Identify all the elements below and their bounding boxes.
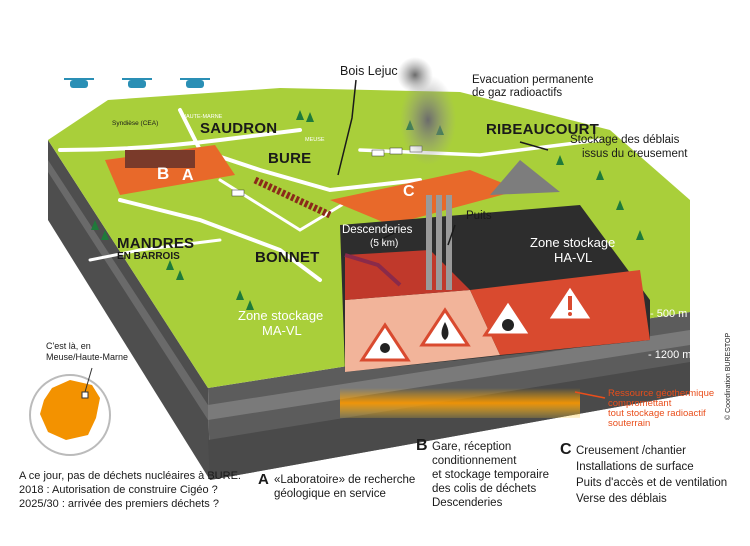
geothermal-line4: souterrain (608, 418, 651, 429)
geothermal-line3: tout stockage radioactif (608, 408, 706, 419)
legend-b-line4: des colis de déchets (432, 483, 537, 495)
legend-c-letter: C (560, 441, 572, 458)
callout-bois-lejuc: Bois Lejuc (340, 64, 398, 78)
helicopter-icon (64, 78, 210, 88)
legend-b-line2: conditionnement (432, 455, 517, 467)
geothermal-resource (340, 388, 580, 418)
haute-marne-label: HAUTE-MARNE (182, 114, 223, 120)
meuse-label: MEUSE (305, 137, 325, 143)
legend-c-line1: Creusement /chantier (576, 445, 686, 457)
location-leader (84, 367, 93, 393)
geothermal-line1: Ressource géothermique (608, 388, 715, 399)
history-line3: 2025/30 : arrivée des premiers déchets ? (19, 498, 219, 510)
radioactive-gas-plume (397, 57, 433, 93)
lab-building (125, 150, 195, 168)
geothermal-arrow (574, 391, 606, 399)
warning-icon (544, 282, 596, 322)
inset-line2: Meuse/Haute-Marne (46, 352, 129, 362)
site-b-letter: B (157, 164, 170, 183)
town-mandres: MANDRES (117, 235, 195, 252)
site-c-area (330, 170, 520, 225)
legend-a-line2: géologique en service (274, 488, 386, 500)
callout-puits: Puits (466, 210, 492, 222)
callout-lines (337, 79, 549, 246)
flammable-icon (419, 307, 471, 347)
legend-a-letter: A (258, 471, 269, 488)
rock-layer-band (208, 330, 690, 420)
zone-mavl-line1: Zone stockage (238, 308, 324, 323)
legend-c-line2: Installations de surface (576, 461, 694, 473)
site-c-letter: C (403, 183, 415, 200)
callout-evacuation-1: Evacuation permanente (472, 74, 594, 86)
town-bonnet: BONNET (255, 249, 320, 266)
callout-five-km: (5 km) (370, 238, 399, 249)
callout-stockage-1: Stockage des déblais (570, 134, 680, 146)
legend-a-line1: «Laboratoire» de recherche (274, 474, 416, 486)
descenderies-tunnel (344, 253, 402, 287)
geothermal-line2: compromettant (608, 398, 672, 409)
explosive-icon (482, 297, 534, 337)
site-a-letter: A (182, 167, 194, 184)
history-line1: A ce jour, pas de déchets nucléaires à B… (19, 470, 241, 482)
legend-c-line4: Verse des déblais (576, 493, 667, 505)
town-bure: BURE (268, 150, 312, 167)
syndese-label: Syndièse (CEA) (112, 120, 159, 127)
radioactive-icon (359, 322, 411, 362)
zone-havl-line1: Zone stockage (530, 235, 616, 250)
railway (253, 176, 332, 219)
legend-b-line3: et stockage temporaire (432, 469, 549, 481)
legend-b-letter: B (416, 437, 428, 454)
town-saudron: SAUDRON (200, 120, 278, 137)
town-ribeaucourt: RIBEAUCOURT (486, 121, 600, 138)
depth-1200: - 1200 m (648, 349, 692, 361)
location-marker (81, 391, 89, 399)
callout-evacuation-2: de gaz radioactifs (472, 87, 563, 99)
roads (58, 108, 602, 282)
radioactive-gas-plume (400, 75, 456, 165)
callout-descenderies: Descenderies (342, 224, 413, 236)
zone-havl-line2: HA-VL (554, 250, 593, 265)
inset-line1: C'est là, en (46, 341, 91, 351)
spoil-heap (490, 160, 560, 195)
town-mandres-sub: EN BARROIS (117, 251, 180, 262)
legend-c-line3: Puits d'accès et de ventilation (576, 477, 728, 489)
legend-b-line1: Gare, réception (432, 441, 512, 453)
zone-mavl-line2: MA-VL (262, 323, 302, 338)
rock-layer-band (48, 160, 208, 420)
credit: © Coordination BURESTOP (725, 332, 732, 420)
callout-stockage-2: issus du creusement (582, 148, 688, 160)
legend-b-line5: Descenderies (432, 497, 503, 509)
history-line2: 2018 : Autorisation de construire Cigéo … (19, 484, 218, 496)
depth-500: - 500 m (650, 308, 688, 320)
